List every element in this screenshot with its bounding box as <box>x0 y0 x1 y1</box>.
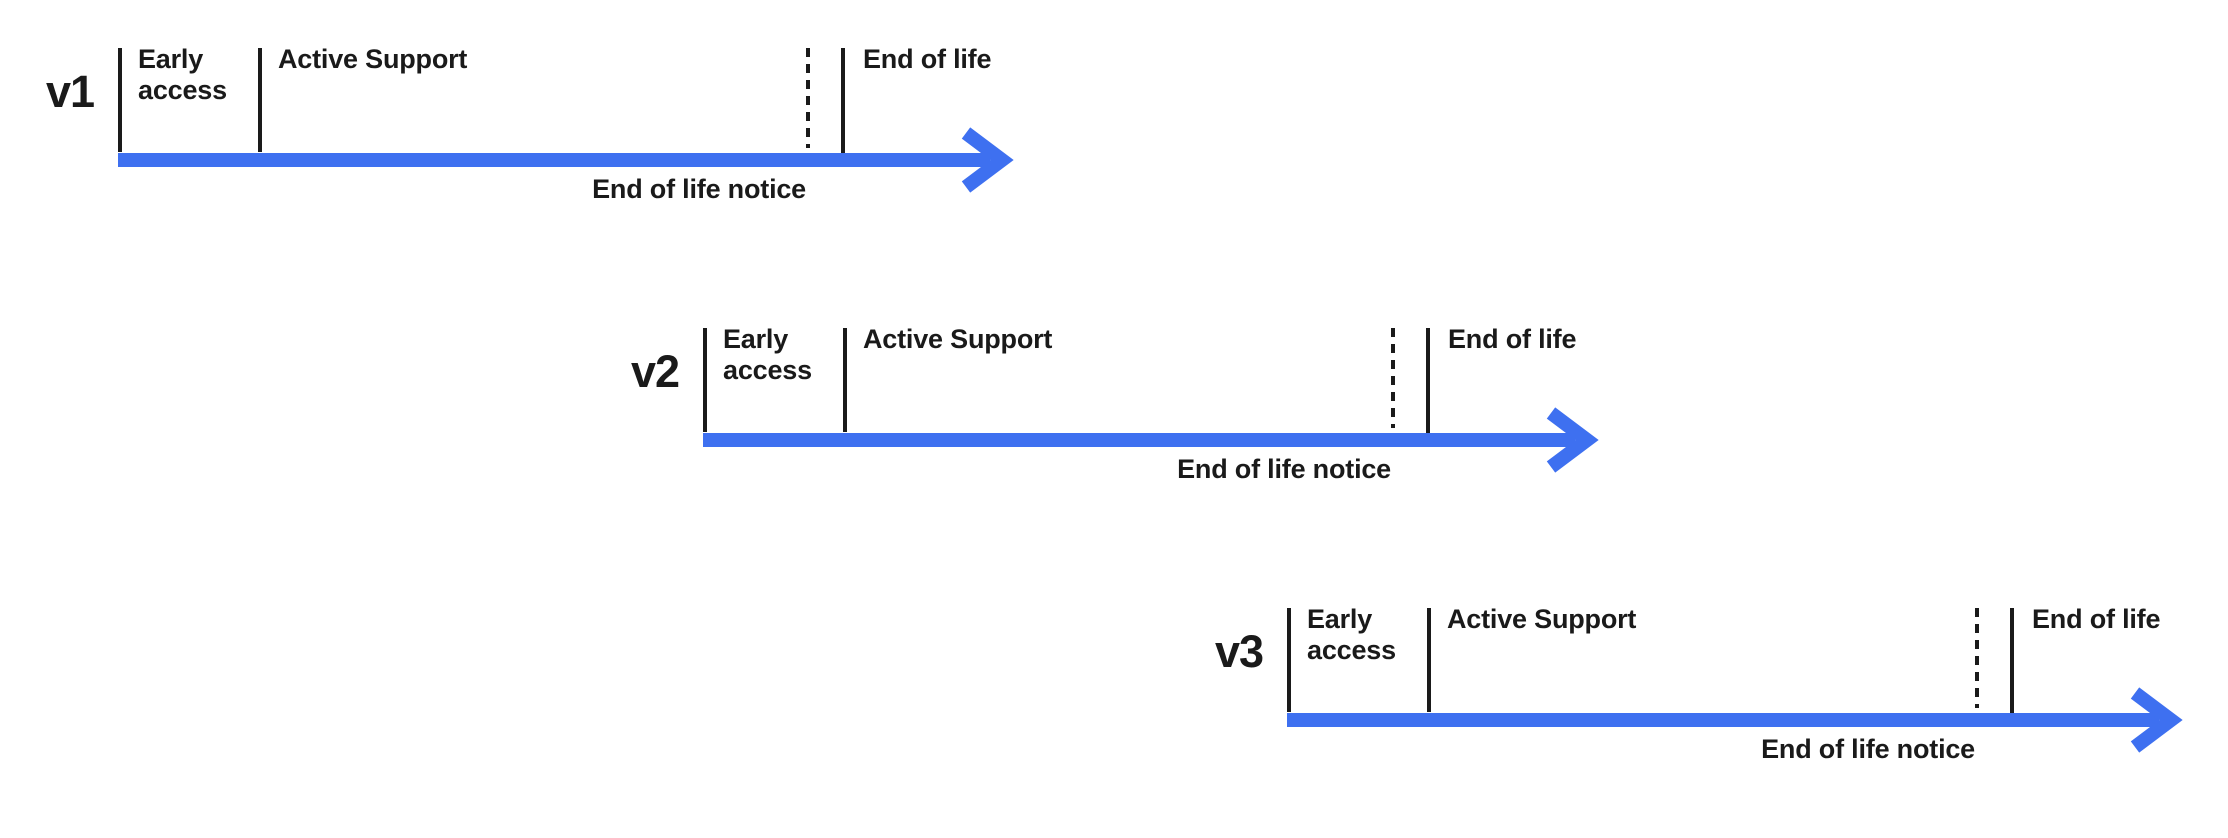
early-access-start-tick <box>703 328 707 432</box>
active-support-start-tick <box>843 328 847 432</box>
end-of-life-label: End of life <box>863 44 992 74</box>
eol-notice-label: End of life notice <box>1177 454 1391 484</box>
timeline-arrow <box>703 407 1599 473</box>
active-support-label: Active Support <box>278 44 468 74</box>
eol-notice-dashed-tick <box>806 48 810 148</box>
end-of-life-label: End of life <box>1448 324 1577 354</box>
timeline-arrowhead-icon <box>2130 687 2183 753</box>
early-access-label: Early access <box>723 324 812 385</box>
end-of-life-tick <box>841 48 845 153</box>
version-label: v2 <box>630 346 680 397</box>
end-of-life-label: End of life <box>2032 604 2161 634</box>
early-access-label: Early access <box>138 44 227 105</box>
timeline-arrowhead-icon <box>1546 407 1599 473</box>
active-support-start-tick <box>1427 608 1431 712</box>
timeline-arrowhead-icon <box>961 127 1014 193</box>
eol-notice-dashed-tick <box>1975 608 1979 708</box>
version-label: v1 <box>45 66 95 117</box>
early-access-start-tick <box>1287 608 1291 712</box>
active-support-label: Active Support <box>1447 604 1637 634</box>
timeline-row-v2: v2 Early access Active Support End of li… <box>503 324 1633 558</box>
timeline-arrow <box>118 127 1014 193</box>
timeline-row-v3: v3 Early access Active Support End of li… <box>1087 604 2217 838</box>
eol-notice-label: End of life notice <box>592 174 806 204</box>
active-support-start-tick <box>258 48 262 152</box>
end-of-life-tick <box>1426 328 1430 433</box>
version-label: v3 <box>1214 626 1264 677</box>
early-access-label: Early access <box>1307 604 1396 665</box>
timeline-row-v1: v1 Early access Active Support End of li… <box>0 44 1048 278</box>
end-of-life-tick <box>2010 608 2014 713</box>
timeline-arrow <box>1287 687 2183 753</box>
early-access-start-tick <box>118 48 122 152</box>
eol-notice-dashed-tick <box>1391 328 1395 428</box>
active-support-label: Active Support <box>863 324 1053 354</box>
eol-notice-label: End of life notice <box>1761 734 1975 764</box>
